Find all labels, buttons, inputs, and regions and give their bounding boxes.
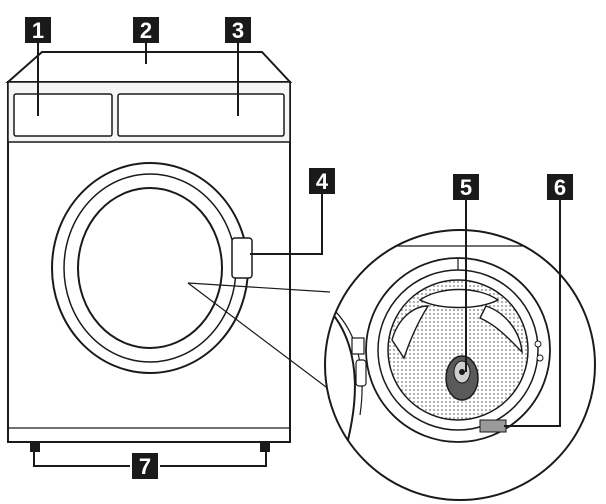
door[interactable] — [51, 162, 249, 374]
callout-label-2: 2 — [140, 18, 152, 43]
drum-paddle-left — [391, 305, 430, 360]
detergent-drawer[interactable] — [13, 93, 113, 137]
foot-right — [260, 442, 270, 452]
callout-4: 4 — [309, 168, 335, 194]
callout-7: 7 — [132, 453, 158, 479]
washer-top — [5, 51, 293, 83]
zoom-detail — [324, 229, 596, 501]
drum-paddle-right — [479, 305, 523, 354]
control-display — [117, 93, 285, 137]
callout-label-5: 5 — [460, 175, 472, 200]
drum-component — [445, 355, 479, 401]
callout-5: 5 — [453, 174, 479, 200]
drum-paddle-top — [418, 288, 500, 309]
washer-body — [5, 51, 293, 452]
callout-3: 3 — [225, 17, 251, 43]
type-label-plate — [479, 419, 507, 433]
foot-left — [30, 442, 40, 452]
door-latch — [355, 359, 367, 387]
callout-1: 1 — [25, 17, 51, 43]
door-hinge — [351, 337, 365, 355]
callout-6: 6 — [547, 174, 573, 200]
callout-label-6: 6 — [554, 175, 566, 200]
callout-label-7: 7 — [139, 454, 151, 479]
callout-label-3: 3 — [232, 18, 244, 43]
leader-lines — [33, 42, 561, 467]
door-handle[interactable] — [231, 237, 253, 279]
zoom-line-bottom — [187, 282, 331, 391]
callout-2: 2 — [133, 17, 159, 43]
zoom-line-top — [187, 282, 331, 293]
callout-label-4: 4 — [316, 169, 329, 194]
callout-label-1: 1 — [32, 18, 44, 43]
